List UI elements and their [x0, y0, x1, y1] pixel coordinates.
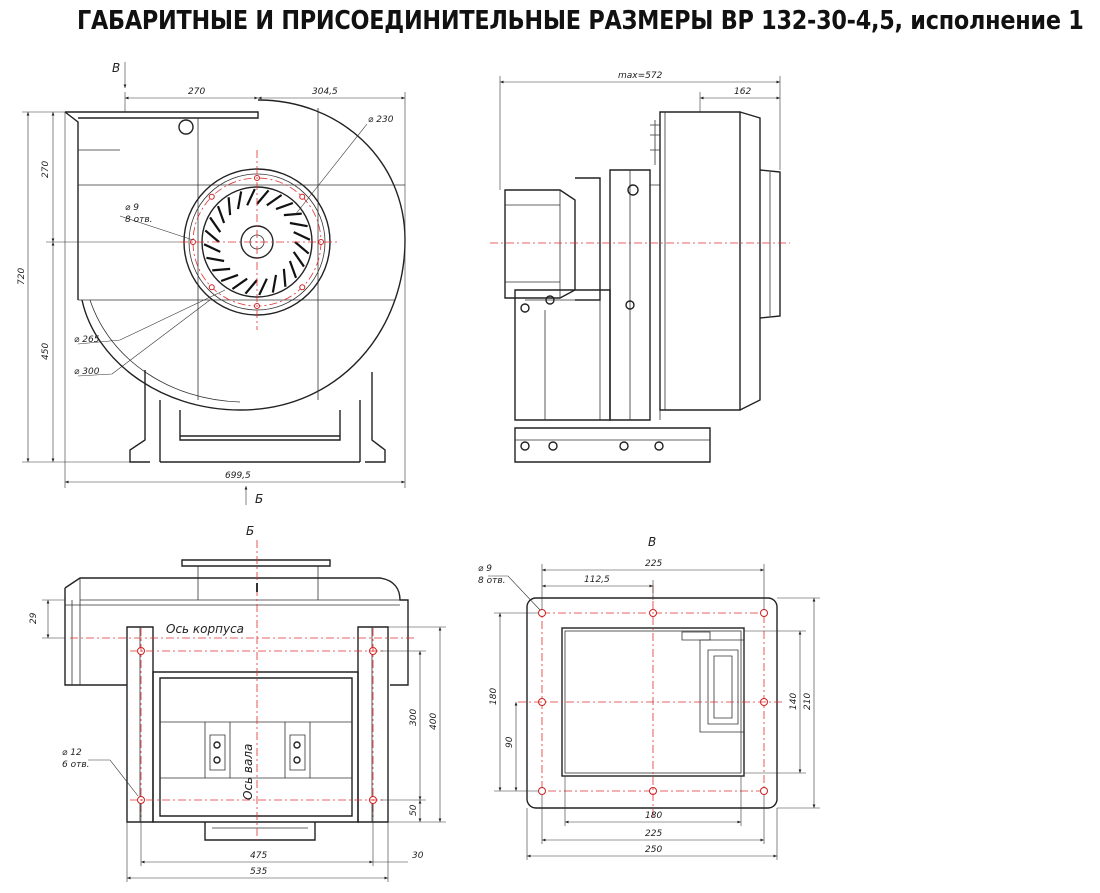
impeller-blade [292, 251, 305, 268]
impeller-blade [231, 277, 248, 290]
flange-dim-250: 250 [645, 845, 662, 855]
impeller-blade [258, 278, 268, 296]
bottom-dim-300: 300 [409, 709, 419, 726]
front-dim-304-5: 304,5 [312, 87, 338, 97]
front-dim-450: 450 [41, 343, 51, 360]
flange-dim-90: 90 [505, 736, 515, 748]
impeller-blade [220, 273, 239, 283]
front-dim-699-5: 699,5 [225, 471, 251, 481]
impeller-blade [246, 188, 256, 206]
flange-dim-180-left: 180 [489, 688, 499, 705]
impeller-blade [204, 229, 220, 243]
bottom-dim-475: 475 [250, 851, 267, 861]
flange-dim-9: ⌀ 9 [478, 564, 492, 574]
flange-dim-180-bottom: 180 [645, 811, 662, 821]
flange-dim-225-top: 225 [645, 559, 662, 569]
front-dim-270-left: 270 [41, 161, 51, 178]
page-title: ГАБАРИТНЫЕ И ПРИСОЕДИНИТЕЛЬНЫЕ РАЗМЕРЫ В… [77, 6, 1084, 36]
impeller-blade [294, 241, 310, 255]
flange-dim-140: 140 [789, 693, 799, 710]
bottom-view: Б [29, 524, 446, 882]
bottom-view-label: Б [246, 524, 254, 538]
front-dim-270-top: 270 [188, 87, 205, 97]
impeller-blade [283, 212, 302, 217]
flange-dim-225-bottom: 225 [645, 829, 662, 839]
impeller-blade [203, 243, 221, 253]
impeller-blade [244, 279, 258, 295]
front-dim-9-holes: 8 отв. [125, 215, 153, 225]
side-dim-162: 162 [734, 87, 751, 97]
bottom-dim-12: ⌀ 12 [62, 748, 82, 758]
bottom-dim-29: 29 [29, 612, 39, 624]
bottom-dim-50: 50 [409, 804, 419, 816]
impeller-blade [209, 216, 222, 233]
front-view: 270 304,5 ⌀ 230 ⌀ 9 8 отв. 270 720 450 ⌀… [17, 61, 406, 506]
flange-dim-9-holes: 8 отв. [478, 576, 506, 586]
inlet-bolt-hole [299, 193, 306, 200]
bottom-dim-535: 535 [250, 867, 267, 877]
impeller-blade [206, 256, 225, 263]
impeller-blade [293, 231, 311, 241]
impeller-blade [227, 197, 232, 216]
bottom-dim-400: 400 [429, 713, 439, 730]
bottom-dim-12-holes: 6 отв. [62, 760, 90, 770]
front-dim-300: ⌀ 300 [74, 367, 100, 377]
flange-view: В [478, 535, 820, 860]
impeller-blade [236, 191, 243, 210]
front-arrow-b: Б [255, 492, 263, 506]
front-arrow-v: В [112, 61, 120, 75]
flange-view-label: В [648, 535, 656, 549]
impeller-blade [275, 201, 294, 211]
side-view: max=572 162 [490, 71, 790, 463]
impeller-blade [282, 268, 287, 287]
inlet-bolt-hole [208, 193, 215, 200]
side-dim-max: max=572 [618, 71, 663, 81]
impeller-blade [216, 205, 226, 224]
inlet-bolt-hole [299, 284, 306, 291]
front-dim-265: ⌀ 265 [74, 335, 100, 345]
impeller-blade [271, 274, 278, 293]
flange-dim-210: 210 [803, 693, 813, 710]
flange-dim-112-5: 112,5 [584, 575, 610, 585]
axis-shaft-label: Ось вала [241, 744, 255, 800]
axis-housing-label: Ось корпуса [166, 622, 244, 636]
impeller-blade [212, 267, 231, 272]
impeller-blade [266, 194, 283, 207]
front-dim-230: ⌀ 230 [368, 115, 394, 125]
bottom-dim-30: 30 [412, 851, 424, 861]
impeller-blade [289, 221, 308, 228]
front-dim-720: 720 [17, 268, 27, 285]
front-dim-9: ⌀ 9 [125, 203, 139, 213]
inlet-bolt-hole [208, 284, 215, 291]
impeller-blade [288, 260, 298, 279]
impeller-blade [256, 189, 270, 205]
